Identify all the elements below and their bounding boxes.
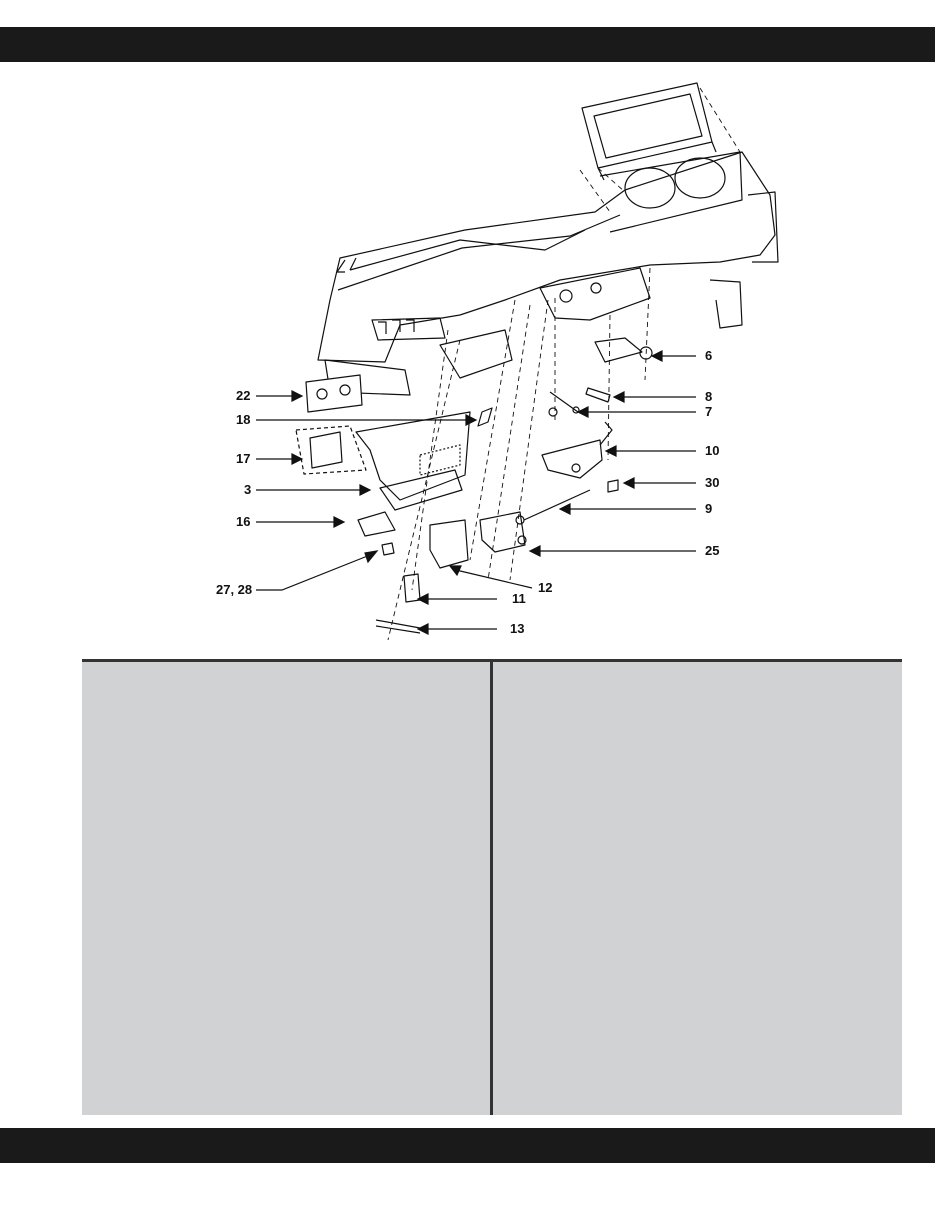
filter-frame-drawing [581, 82, 717, 181]
callout-13: 13 [510, 621, 524, 636]
right-parts-drawing [479, 337, 653, 553]
housing-drawing [317, 151, 779, 396]
callout-25: 25 [705, 543, 719, 558]
callout-16: 16 [236, 514, 250, 529]
left-parts-drawing [295, 374, 493, 634]
callout-10: 10 [705, 443, 719, 458]
right-text-panel [493, 659, 902, 1115]
exploded-parts-diagram: 6 8 7 10 30 9 25 12 11 13 22 18 17 3 16 … [216, 82, 779, 641]
callout-18: 18 [236, 412, 250, 427]
left-text-panel [82, 659, 490, 1115]
footer-band [0, 1128, 935, 1163]
callout-11: 11 [512, 591, 526, 606]
callout-17: 17 [236, 451, 250, 466]
callout-8: 8 [705, 389, 712, 404]
alignment-lines [387, 87, 741, 641]
callout-9: 9 [705, 501, 712, 516]
panel-divider [490, 659, 493, 1115]
callout-27-28: 27, 28 [216, 582, 252, 597]
callout-30: 30 [705, 475, 719, 490]
callout-22: 22 [236, 388, 250, 403]
callout-12: 12 [538, 580, 552, 595]
header-band [0, 27, 935, 62]
callout-6: 6 [705, 348, 712, 363]
callout-3: 3 [244, 482, 251, 497]
leader-lines [256, 350, 696, 635]
callout-7: 7 [705, 404, 712, 419]
